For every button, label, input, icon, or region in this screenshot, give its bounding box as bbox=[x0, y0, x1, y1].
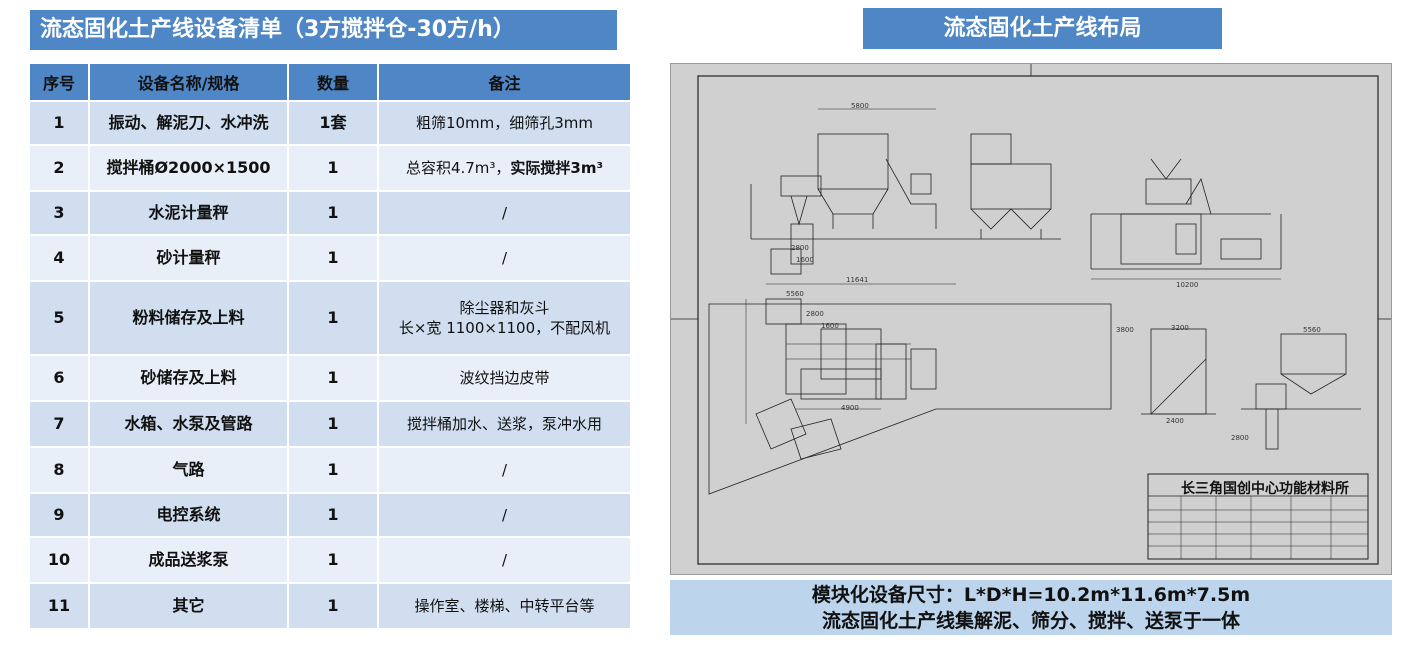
table-row: 1 振动、解泥刀、水冲洗 1套 粗筛10mm，细筛孔3mm bbox=[30, 100, 632, 144]
row-name: 水箱、水泵及管路 bbox=[90, 400, 289, 446]
row-qty: 1 bbox=[289, 400, 379, 446]
row-name: 振动、解泥刀、水冲洗 bbox=[90, 100, 289, 144]
row-no: 9 bbox=[30, 492, 90, 536]
equipment-list-title: 流态固化土产线设备清单（3方搅拌仓-30方/h） bbox=[30, 10, 617, 50]
row-no: 7 bbox=[30, 400, 90, 446]
plan-view bbox=[708, 283, 1112, 495]
screening-elevation-view bbox=[1090, 158, 1282, 280]
dim-label: 2800 bbox=[806, 310, 824, 318]
row-no: 3 bbox=[30, 190, 90, 234]
row-name: 砂计量秤 bbox=[90, 234, 289, 280]
dim-label: 2800 bbox=[791, 244, 809, 252]
dim-label: 1600 bbox=[821, 322, 839, 330]
row-qty: 1 bbox=[289, 492, 379, 536]
row-qty: 1 bbox=[289, 536, 379, 582]
row-no: 2 bbox=[30, 144, 90, 190]
header-name: 设备名称/规格 bbox=[90, 64, 289, 100]
row-no: 5 bbox=[30, 280, 90, 354]
row-no: 6 bbox=[30, 354, 90, 400]
row-note: / bbox=[379, 190, 632, 234]
row-note: 总容积4.7m³，实际搅拌3m³ bbox=[379, 144, 632, 190]
row-note: / bbox=[379, 492, 632, 536]
silo-elevation-view bbox=[750, 108, 961, 275]
row-note: 波纹挡边皮带 bbox=[379, 354, 632, 400]
header-qty: 数量 bbox=[289, 64, 379, 100]
row-name: 其它 bbox=[90, 582, 289, 628]
row-qty: 1套 bbox=[289, 100, 379, 144]
row-name: 电控系统 bbox=[90, 492, 289, 536]
row-no: 11 bbox=[30, 582, 90, 628]
production-summary: 流态固化土产线集解泥、筛分、搅拌、送泵于一体 bbox=[821, 610, 1240, 632]
row-note-bold: 实际搅拌3m³ bbox=[510, 159, 604, 177]
header-note: 备注 bbox=[379, 64, 632, 100]
row-qty: 1 bbox=[289, 582, 379, 628]
dim-label: 2400 bbox=[1166, 417, 1184, 425]
dim-label: 2800 bbox=[1231, 434, 1249, 442]
dim-label: 3200 bbox=[1171, 324, 1189, 332]
layout-title: 流态固化土产线布局 bbox=[863, 8, 1222, 49]
row-note: / bbox=[379, 234, 632, 280]
storage-elevation-view bbox=[961, 133, 1061, 240]
row-qty: 1 bbox=[289, 144, 379, 190]
dim-label: 3800 bbox=[1116, 326, 1134, 334]
table-header-row: 序号 设备名称/规格 数量 备注 bbox=[30, 64, 632, 100]
table-row: 10 成品送浆泵 1 / bbox=[30, 536, 632, 582]
row-name: 成品送浆泵 bbox=[90, 536, 289, 582]
row-qty: 1 bbox=[289, 280, 379, 354]
row-qty: 1 bbox=[289, 446, 379, 492]
header-no: 序号 bbox=[30, 64, 90, 100]
dim-label: 5800 bbox=[851, 102, 869, 110]
equipment-summary: 模块化设备尺寸：L*D*H=10.2m*11.6m*7.5m 流态固化土产线集解… bbox=[670, 580, 1392, 635]
row-no: 1 bbox=[30, 100, 90, 144]
cad-layout-svg bbox=[671, 64, 1391, 565]
row-qty: 1 bbox=[289, 190, 379, 234]
row-no: 4 bbox=[30, 234, 90, 280]
row-name: 砂储存及上料 bbox=[90, 354, 289, 400]
row-name: 气路 bbox=[90, 446, 289, 492]
table-row: 8 气路 1 / bbox=[30, 446, 632, 492]
dim-label: 1600 bbox=[796, 256, 814, 264]
layout-drawing: 5800 2800 1600 10200 11641 5560 2800 160… bbox=[670, 63, 1392, 575]
table-row: 11 其它 1 操作室、楼梯、中转平台等 bbox=[30, 582, 632, 628]
row-qty: 1 bbox=[289, 354, 379, 400]
dim-label: 4900 bbox=[841, 404, 859, 412]
org-name: 长三角国创中心功能材料所 bbox=[1181, 481, 1349, 497]
row-note: 除尘器和灰斗 长×宽 1100×1100，不配风机 bbox=[379, 280, 632, 354]
table-row: 5 粉料储存及上料 1 除尘器和灰斗 长×宽 1100×1100，不配风机 bbox=[30, 280, 632, 354]
row-note: 搅拌桶加水、送浆，泵冲水用 bbox=[379, 400, 632, 446]
dim-label: 10200 bbox=[1176, 281, 1199, 289]
dim-label: 5560 bbox=[1303, 326, 1321, 334]
table-row: 7 水箱、水泵及管路 1 搅拌桶加水、送浆，泵冲水用 bbox=[30, 400, 632, 446]
dim-label: 5560 bbox=[786, 290, 804, 298]
row-name: 粉料储存及上料 bbox=[90, 280, 289, 354]
row-name: 搅拌桶Ø2000×1500 bbox=[90, 144, 289, 190]
row-note: / bbox=[379, 536, 632, 582]
row-note: 粗筛10mm，细筛孔3mm bbox=[379, 100, 632, 144]
row-no: 10 bbox=[30, 536, 90, 582]
dim-label: 11641 bbox=[846, 276, 869, 284]
row-qty: 1 bbox=[289, 234, 379, 280]
equipment-table: 序号 设备名称/规格 数量 备注 1 振动、解泥刀、水冲洗 1套 粗筛10mm，… bbox=[30, 64, 632, 628]
drawing-frame bbox=[697, 75, 1379, 565]
row-note: 操作室、楼梯、中转平台等 bbox=[379, 582, 632, 628]
title-block bbox=[1147, 473, 1369, 560]
stairs-view bbox=[1141, 328, 1216, 415]
table-row: 4 砂计量秤 1 / bbox=[30, 234, 632, 280]
row-no: 8 bbox=[30, 446, 90, 492]
table-row: 3 水泥计量秤 1 / bbox=[30, 190, 632, 234]
equipment-size: 模块化设备尺寸：L*D*H=10.2m*11.6m*7.5m bbox=[811, 584, 1251, 606]
row-name: 水泥计量秤 bbox=[90, 190, 289, 234]
row-note-text: 总容积4.7m³， bbox=[405, 159, 511, 177]
row-note: / bbox=[379, 446, 632, 492]
table-row: 2 搅拌桶Ø2000×1500 1 总容积4.7m³，实际搅拌3m³ bbox=[30, 144, 632, 190]
table-row: 6 砂储存及上料 1 波纹挡边皮带 bbox=[30, 354, 632, 400]
table-row: 9 电控系统 1 / bbox=[30, 492, 632, 536]
scale-view bbox=[1241, 333, 1361, 450]
